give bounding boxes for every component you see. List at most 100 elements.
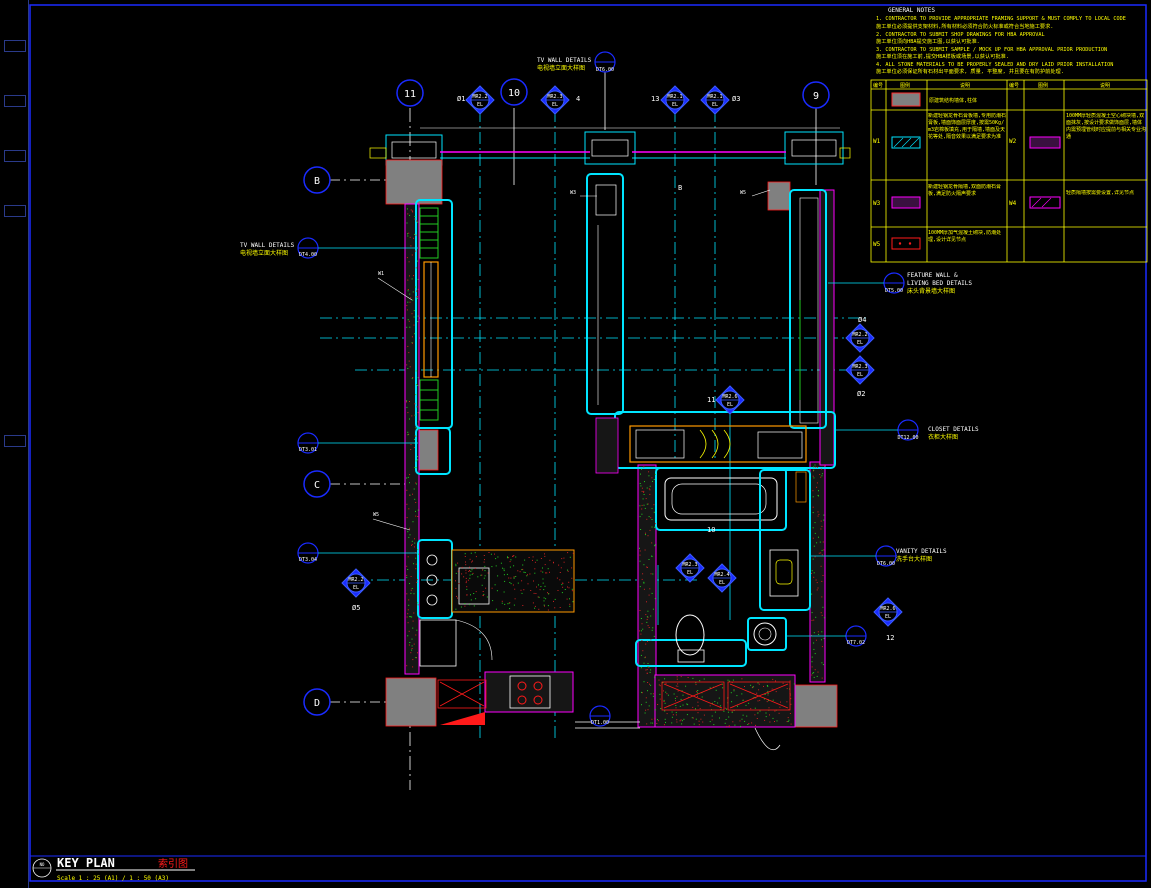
legend-header: 编号 xyxy=(873,82,883,89)
legend-content: 编号 图例 说明 编号 图例 说明 原建筑结构墙体,柱体 W1 新建轻钢龙骨石膏… xyxy=(873,82,1146,250)
elevation-sub: EL xyxy=(552,102,558,108)
elevation-marker: MR2.3EL xyxy=(845,355,875,385)
callout-title2: LIVING BED DETAILS xyxy=(907,280,972,287)
elevation-label: MR2.4 xyxy=(714,572,729,578)
counter-speckle xyxy=(406,208,825,727)
wall-tag: W5 xyxy=(740,190,746,196)
callout-cn: 床头背景墙大样图 xyxy=(907,287,955,295)
elevation-sub: EL xyxy=(885,614,891,620)
detail-callouts: TV WALL DETAILS 电视墙立面大样图 DT6.00 TV WALL … xyxy=(240,51,979,727)
legend-desc: 100MM厚轻质混凝土空心砌块墙,双面抹灰,按设计要求做饰面层,墙体内需预埋管线… xyxy=(1066,113,1146,140)
callout-ref: DT3.04 xyxy=(299,557,317,563)
elevation-label: MR2.2 xyxy=(852,332,867,338)
ribbon-tick xyxy=(4,205,26,217)
legend-desc: 原建筑结构墙体,柱体 xyxy=(929,97,977,104)
elevation-sub: EL xyxy=(353,585,359,591)
dim-label: Ø2 xyxy=(857,390,865,398)
dim-label: 10 xyxy=(707,526,715,534)
legend-code: W4 xyxy=(1009,200,1017,207)
callout-cn: 电视墙立面大样图 xyxy=(537,64,585,72)
title-text: KEY PLAN xyxy=(57,856,115,870)
dim-labels: Ø1 4 Ø3 Ø4 Ø2 Ø5 12 13 10 11 B xyxy=(352,95,894,642)
wall-tag: W5 xyxy=(373,512,379,518)
elevation-label: MR2.3 xyxy=(682,562,697,568)
elevation-label: MR2.1 xyxy=(707,94,722,100)
kitchen xyxy=(417,539,575,709)
dim-label: Ø5 xyxy=(352,604,360,612)
legend-swatch-w3 xyxy=(891,196,921,209)
legend-desc: 100MM厚加气混凝土砌块,防潮处理,设计详见节点 xyxy=(928,230,1002,243)
callout-ref: DT12.00 xyxy=(897,435,918,441)
elevation-label: MR2.3 xyxy=(852,364,867,370)
legend-swatch-structure xyxy=(891,92,921,107)
elevation-marker: MR2.2EL xyxy=(845,323,875,353)
callout-ref: DT1.00 xyxy=(591,720,609,726)
grid-row-label: D xyxy=(314,698,320,709)
legend-code: W3 xyxy=(873,200,881,207)
elevation-sub: EL xyxy=(719,580,725,586)
general-notes: GENERAL NOTES 1. CONTRACTOR TO PROVIDE A… xyxy=(876,7,1126,75)
elevation-marker: MR2.6EL xyxy=(873,597,903,627)
grid-row-label: C xyxy=(314,480,320,491)
elevation-sub: EL xyxy=(477,102,483,108)
legend-desc-box: 轻质隔墙按需要设置,详见节点 xyxy=(1066,190,1134,196)
ribbon-tick xyxy=(4,40,26,52)
callout-ref: DT5.00 xyxy=(885,288,903,294)
elevation-label: MR2.2 xyxy=(472,94,487,100)
dim-label: B xyxy=(678,184,682,192)
callout-title: TV WALL DETAILS xyxy=(240,242,295,249)
legend-header: 说明 xyxy=(1100,82,1110,89)
elevation-sub: EL xyxy=(712,102,718,108)
elevation-label: MR2.2 xyxy=(348,577,363,583)
elevation-sub: EL xyxy=(672,102,678,108)
utility-boxes xyxy=(437,679,791,725)
legend-header: 图例 xyxy=(1038,82,1048,89)
elevation-label: MR2.1 xyxy=(667,94,682,100)
legend-desc-box: 新建轻钢龙骨隔墙,双面防潮石膏板,满足防火隔声要求 xyxy=(928,184,1002,197)
notes-line: 施工单位须向HBA提交施工图,以获认可批准. xyxy=(876,37,980,45)
callout-cn: 洗手台大样图 xyxy=(896,555,932,563)
callout-cn: 电视墙立面大样图 xyxy=(240,249,288,257)
legend-header: 说明 xyxy=(960,82,970,89)
ribbon-tick xyxy=(4,150,26,162)
title-scale: Scale 1 : 25 (A1) / 1 : 50 (A3) xyxy=(57,875,169,882)
leader-lines xyxy=(372,189,771,531)
legend-header: 编号 xyxy=(1009,82,1019,89)
title-no: NO xyxy=(40,862,45,867)
dim-label: 12 xyxy=(886,634,894,642)
callout-ref: DT4.00 xyxy=(299,252,317,258)
legend-header: 图例 xyxy=(900,82,910,89)
elevation-marker: MR2.3EL xyxy=(675,553,705,583)
dim-label: Ø1 xyxy=(457,95,465,103)
legend-table xyxy=(870,79,1148,263)
ribbon-tick xyxy=(4,435,26,447)
elevation-marker: MR2.3EL xyxy=(540,85,570,115)
tv-wall xyxy=(415,199,453,475)
dim-label: 4 xyxy=(576,95,580,103)
bathroom xyxy=(635,467,811,667)
notes-line: 1. CONTRACTOR TO PROVIDE APPROPRIATE FRA… xyxy=(876,16,1126,22)
dim-label: Ø4 xyxy=(858,316,866,324)
legend-desc-box: 新建轻钢龙骨石膏板墙,专用防潮石膏板,墙面饰面层厚度,按需50Kg/m3岩棉板填… xyxy=(928,113,1006,140)
title-cn: 索引图 xyxy=(158,857,188,870)
legend-desc-box: 100MM厚轻质混凝土空心砌块墙,双面抹灰,按设计要求做饰面层,墙体内需预埋管线… xyxy=(1066,113,1146,140)
grid-row-label: B xyxy=(314,176,320,187)
elevation-marker: MR2.6EL xyxy=(715,385,745,415)
ribbon-tick xyxy=(4,95,26,107)
legend-desc: 新建轻钢龙骨石膏板墙,专用防潮石膏板,墙面饰面层厚度,按需50Kg/m3岩棉板填… xyxy=(928,113,1006,140)
legend-code: W5 xyxy=(873,241,881,248)
callout-title: TV WALL DETAILS xyxy=(537,57,592,64)
wall-tag: W1 xyxy=(378,271,384,277)
notes-line: 施工单位须在施工前,提交HBA样板或场景,以获认可批准. xyxy=(876,52,1009,60)
elevation-marker: MR2.1EL xyxy=(660,85,690,115)
closet xyxy=(595,411,836,474)
callout-cn: 衣柜大样图 xyxy=(928,433,958,441)
elevation-marker: MR2.4EL xyxy=(707,563,737,593)
callout-title: FEATURE WALL & xyxy=(907,272,958,279)
window-wall xyxy=(369,127,851,166)
legend-desc: 新建轻钢龙骨隔墙,双面防潮石膏板,满足防火隔声要求 xyxy=(928,184,1002,197)
notes-title: GENERAL NOTES xyxy=(888,7,935,14)
elevation-label: MR2.6 xyxy=(722,394,737,400)
structure-columns xyxy=(385,159,838,728)
notes-line: 施工单位必须保证所有石材出平面要求, 质量, 平整度, 并且要在有防护前处理. xyxy=(876,67,1064,75)
